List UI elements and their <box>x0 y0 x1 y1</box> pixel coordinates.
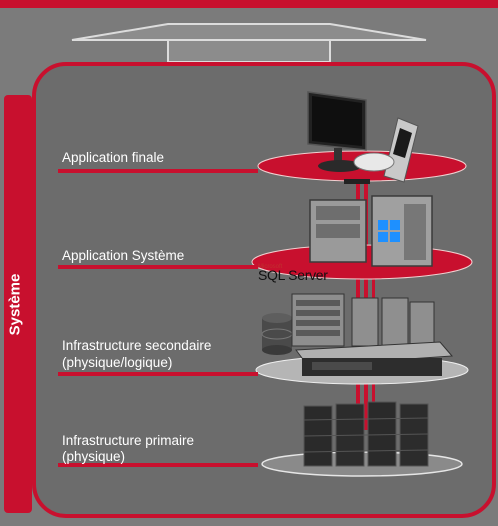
small-device-label <box>344 179 370 184</box>
server-group-icon <box>351 297 435 347</box>
level-line-2 <box>58 265 258 269</box>
side-tab-label: Système <box>6 273 24 335</box>
rack-server-icon <box>291 293 345 347</box>
network-switch-icon <box>295 341 454 376</box>
level-label-infra-secondaire-line1: Infrastructure secondaire <box>62 338 212 353</box>
side-tab-bg <box>4 95 32 513</box>
server-racks-icon <box>303 401 429 467</box>
database-icon <box>261 313 293 355</box>
windows-server-icon <box>371 195 433 267</box>
sql-server-logo-small: Microsoft <box>258 264 283 270</box>
level-label-application-finale: Application finale <box>62 150 165 165</box>
top-red-bar <box>0 0 498 8</box>
level-line-1 <box>58 169 258 173</box>
side-tab: Système <box>0 95 30 513</box>
level-line-4 <box>58 463 258 467</box>
level-label-infra-primaire-line1: Infrastructure primaire <box>62 433 195 448</box>
desktop-monitor-icon <box>307 91 367 172</box>
server-tower-icon <box>309 199 367 263</box>
handheld-scanner-icon <box>353 117 419 183</box>
level-label-infra-primaire-line2: (physique) <box>62 449 126 464</box>
level-line-3 <box>58 372 258 376</box>
flow-arrow <box>71 23 427 63</box>
level-label-application-systeme: Application Système <box>62 248 185 263</box>
level-label-infra-secondaire-line2: (physique/logique) <box>62 355 173 370</box>
sql-server-logo-text: SQL Server <box>258 267 328 283</box>
